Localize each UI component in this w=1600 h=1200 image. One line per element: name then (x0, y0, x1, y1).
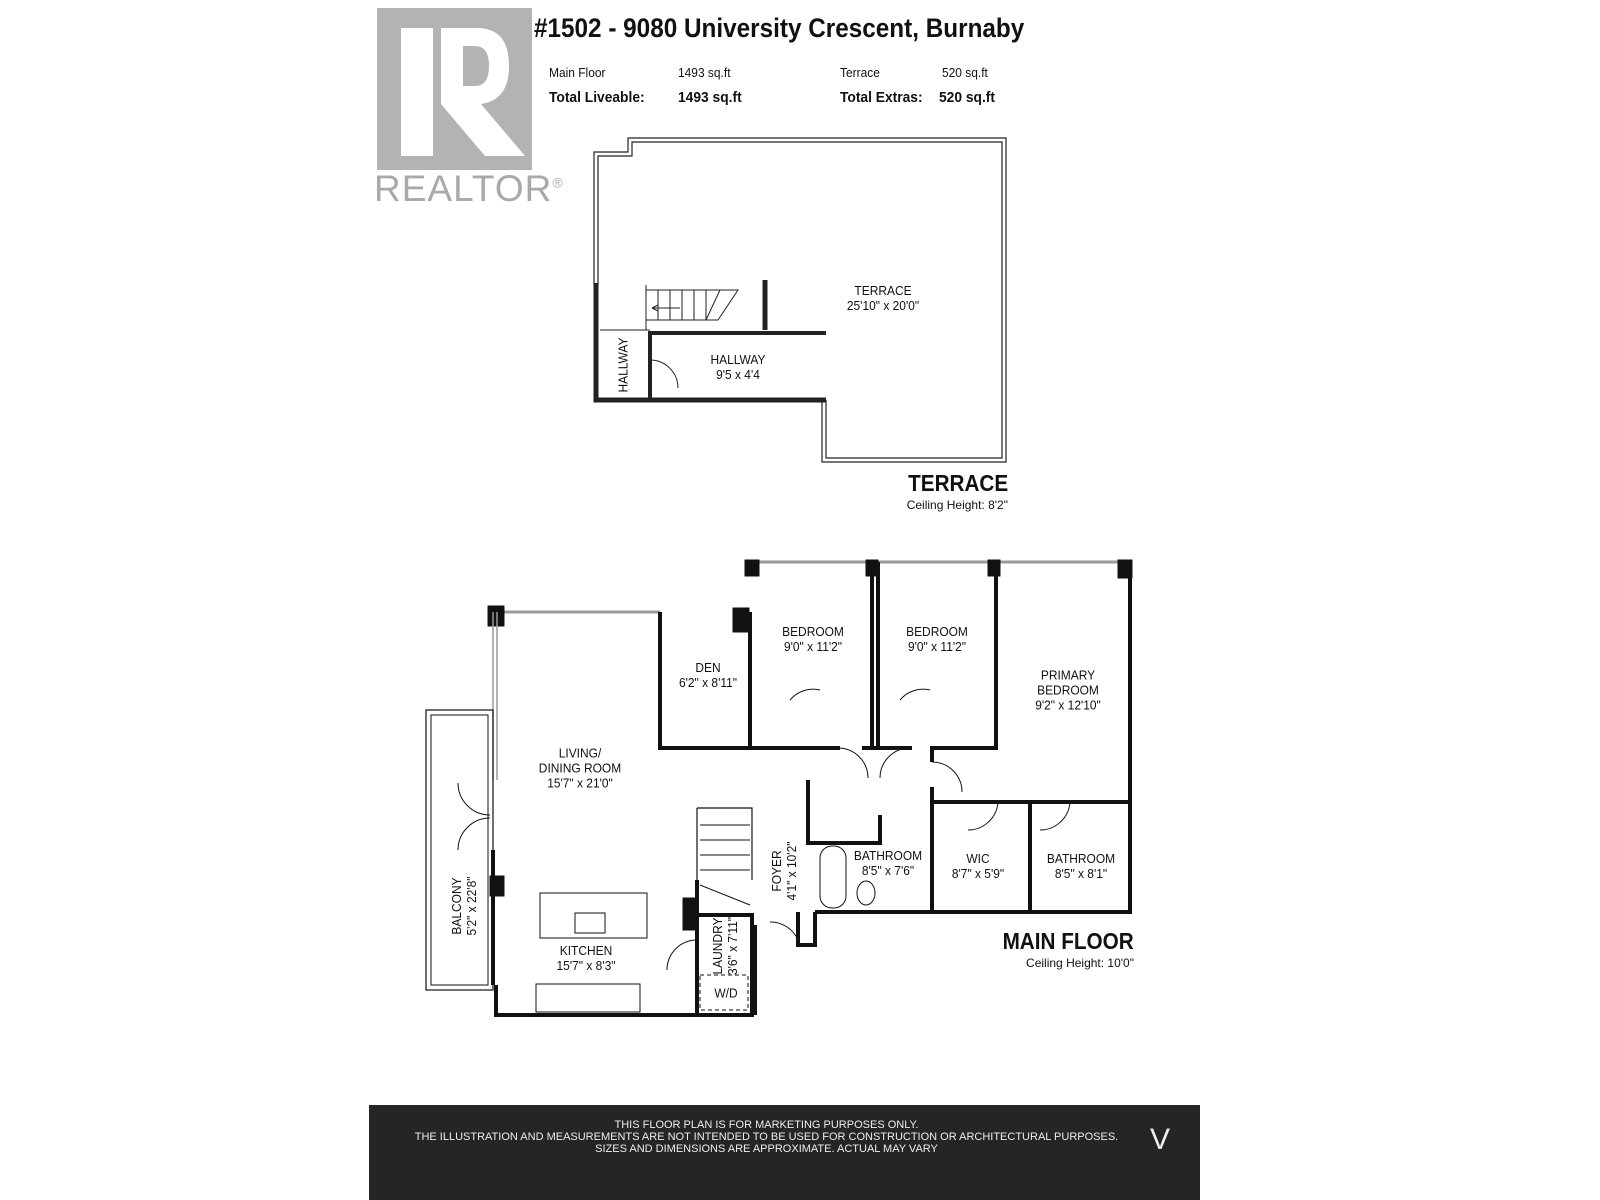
main-floor-value: 1493 sq.ft (678, 65, 731, 80)
main-floor-label: Main Floor (549, 65, 606, 80)
stairs (645, 285, 739, 330)
terrace-ceiling-height: Ceiling Height: 8'2" (906, 498, 1008, 512)
total-liveable-label: Total Liveable: (549, 89, 645, 106)
terrace-value: 520 sq.ft (942, 65, 988, 80)
room-hallway-narrow: HALLWAY (615, 337, 631, 393)
realtor-r-icon (401, 28, 525, 156)
main-floor-plan (425, 559, 1133, 1017)
terrace-label: Terrace (840, 65, 880, 80)
disclaimer-line-1: THIS FLOOR PLAN IS FOR MARKETING PURPOSE… (614, 1119, 919, 1131)
property-address-title: #1502 - 9080 University Crescent, Burnab… (534, 13, 1025, 43)
total-extras-label: Total Extras: (840, 89, 923, 106)
brand-v-logo: V (1149, 1123, 1170, 1156)
total-extras-value: 520 sq.ft (939, 89, 995, 106)
washer-dryer-label: W/D (714, 985, 738, 1001)
disclaimer-line-3: SIZES AND DIMENSIONS ARE APPROXIMATE. AC… (595, 1143, 938, 1155)
terrace-floor-title: TERRACE (907, 470, 1008, 496)
total-liveable-value: 1493 sq.ft (678, 89, 742, 106)
main-floor-title: MAIN FLOOR (1002, 928, 1134, 954)
main-floor-ceiling-height: Ceiling Height: 10'0" (1026, 956, 1134, 970)
realtor-logo (377, 8, 532, 170)
disclaimer-line-2: THE ILLUSTRATION AND MEASUREMENTS ARE NO… (414, 1131, 1119, 1143)
terrace-plan (593, 137, 1007, 463)
disclaimer-footer: THIS FLOOR PLAN IS FOR MARKETING PURPOSE… (369, 1105, 1200, 1200)
realtor-wordmark: REALTOR® (374, 168, 564, 209)
